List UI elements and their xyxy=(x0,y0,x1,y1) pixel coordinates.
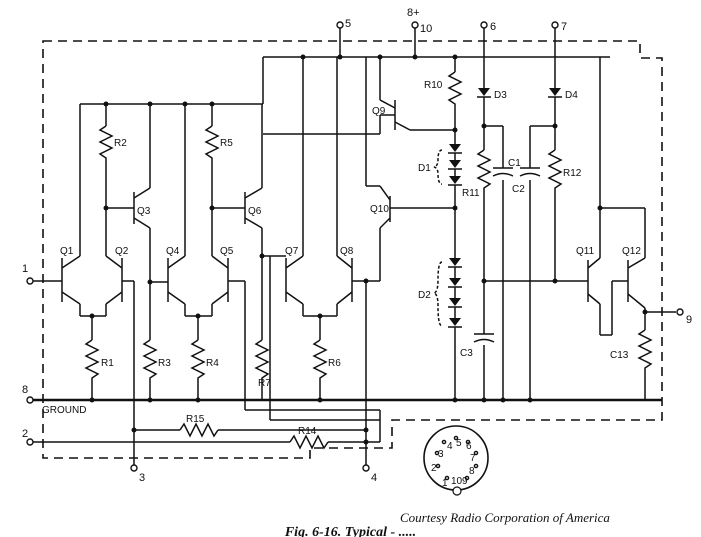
label-c3: C3 xyxy=(460,348,473,359)
socket-diagram: 1 2 3 4 5 6 7 8 9 10 xyxy=(423,425,489,496)
socket-pin-4: 4 xyxy=(447,441,453,452)
socket-pin-1: 1 xyxy=(442,478,448,489)
stage-one xyxy=(26,104,160,430)
label-d1: D1 xyxy=(418,163,431,174)
label-r14: R14 xyxy=(298,426,317,437)
label-c13: C13 xyxy=(610,350,629,361)
ground-drops xyxy=(89,180,646,403)
label-d3: D3 xyxy=(494,90,507,101)
label-r12: R12 xyxy=(563,168,582,179)
label-r6: R6 xyxy=(328,358,341,369)
socket-pin-9: 9 xyxy=(462,476,468,487)
label-q10: Q10 xyxy=(370,204,389,215)
label-q5: Q5 xyxy=(220,246,234,257)
label-c2: C2 xyxy=(512,184,525,195)
pin-3: 3 xyxy=(139,472,145,484)
pin-2: 2 xyxy=(22,428,28,440)
output-stage xyxy=(473,57,684,375)
label-r11: R11 xyxy=(462,188,480,199)
bottom-network xyxy=(26,409,381,472)
pin-b-plus: 8+ xyxy=(407,7,420,19)
label-q3: Q3 xyxy=(137,206,151,217)
pin-4: 4 xyxy=(371,472,377,484)
pin-8: 8 xyxy=(22,384,28,396)
stage-three xyxy=(285,57,369,420)
pin-9: 9 xyxy=(686,314,692,326)
label-r7: R7 xyxy=(258,378,271,389)
package-outline xyxy=(42,40,663,459)
label-r10: R10 xyxy=(424,80,443,91)
label-q9: Q9 xyxy=(372,106,386,117)
pin-10: 10 xyxy=(420,23,432,35)
label-r3: R3 xyxy=(158,358,171,369)
supply-rails xyxy=(80,28,610,107)
stage-two xyxy=(160,104,380,421)
socket-pin-2: 2 xyxy=(431,463,437,474)
label-r5: R5 xyxy=(220,138,233,149)
label-q1: Q1 xyxy=(60,246,74,257)
socket-pin-5: 5 xyxy=(456,438,462,449)
label-q8: Q8 xyxy=(340,246,354,257)
bias-network xyxy=(263,57,463,403)
credit-line: Courtesy Radio Corporation of America xyxy=(400,510,610,525)
label-r15: R15 xyxy=(186,414,205,425)
label-r2: R2 xyxy=(114,138,127,149)
label-q6: Q6 xyxy=(248,206,262,217)
label-q4: Q4 xyxy=(166,246,180,257)
pin-7: 7 xyxy=(561,21,567,33)
label-q11: Q11 xyxy=(576,246,595,257)
socket-pin-7: 7 xyxy=(470,453,476,464)
figure-caption: Fig. 6-16. Typical - ..... xyxy=(284,526,417,537)
pin-6: 6 xyxy=(490,21,496,33)
label-d4: D4 xyxy=(565,90,578,101)
socket-pin-6: 6 xyxy=(466,441,472,452)
socket-pin-10: 10 xyxy=(451,476,463,487)
label-q2: Q2 xyxy=(115,246,129,257)
ground-label: GROUND xyxy=(42,405,86,416)
label-q12: Q12 xyxy=(622,246,641,257)
terminals xyxy=(26,21,559,404)
label-r4: R4 xyxy=(206,358,219,369)
socket-pin-3: 3 xyxy=(438,449,444,460)
socket-pin-8: 8 xyxy=(469,466,475,477)
label-r1: R1 xyxy=(101,358,114,369)
pin-1: 1 xyxy=(22,263,28,275)
label-q7: Q7 xyxy=(285,246,299,257)
pin-5: 5 xyxy=(345,18,351,30)
label-c1: C1 xyxy=(508,158,521,169)
label-d2: D2 xyxy=(418,290,431,301)
